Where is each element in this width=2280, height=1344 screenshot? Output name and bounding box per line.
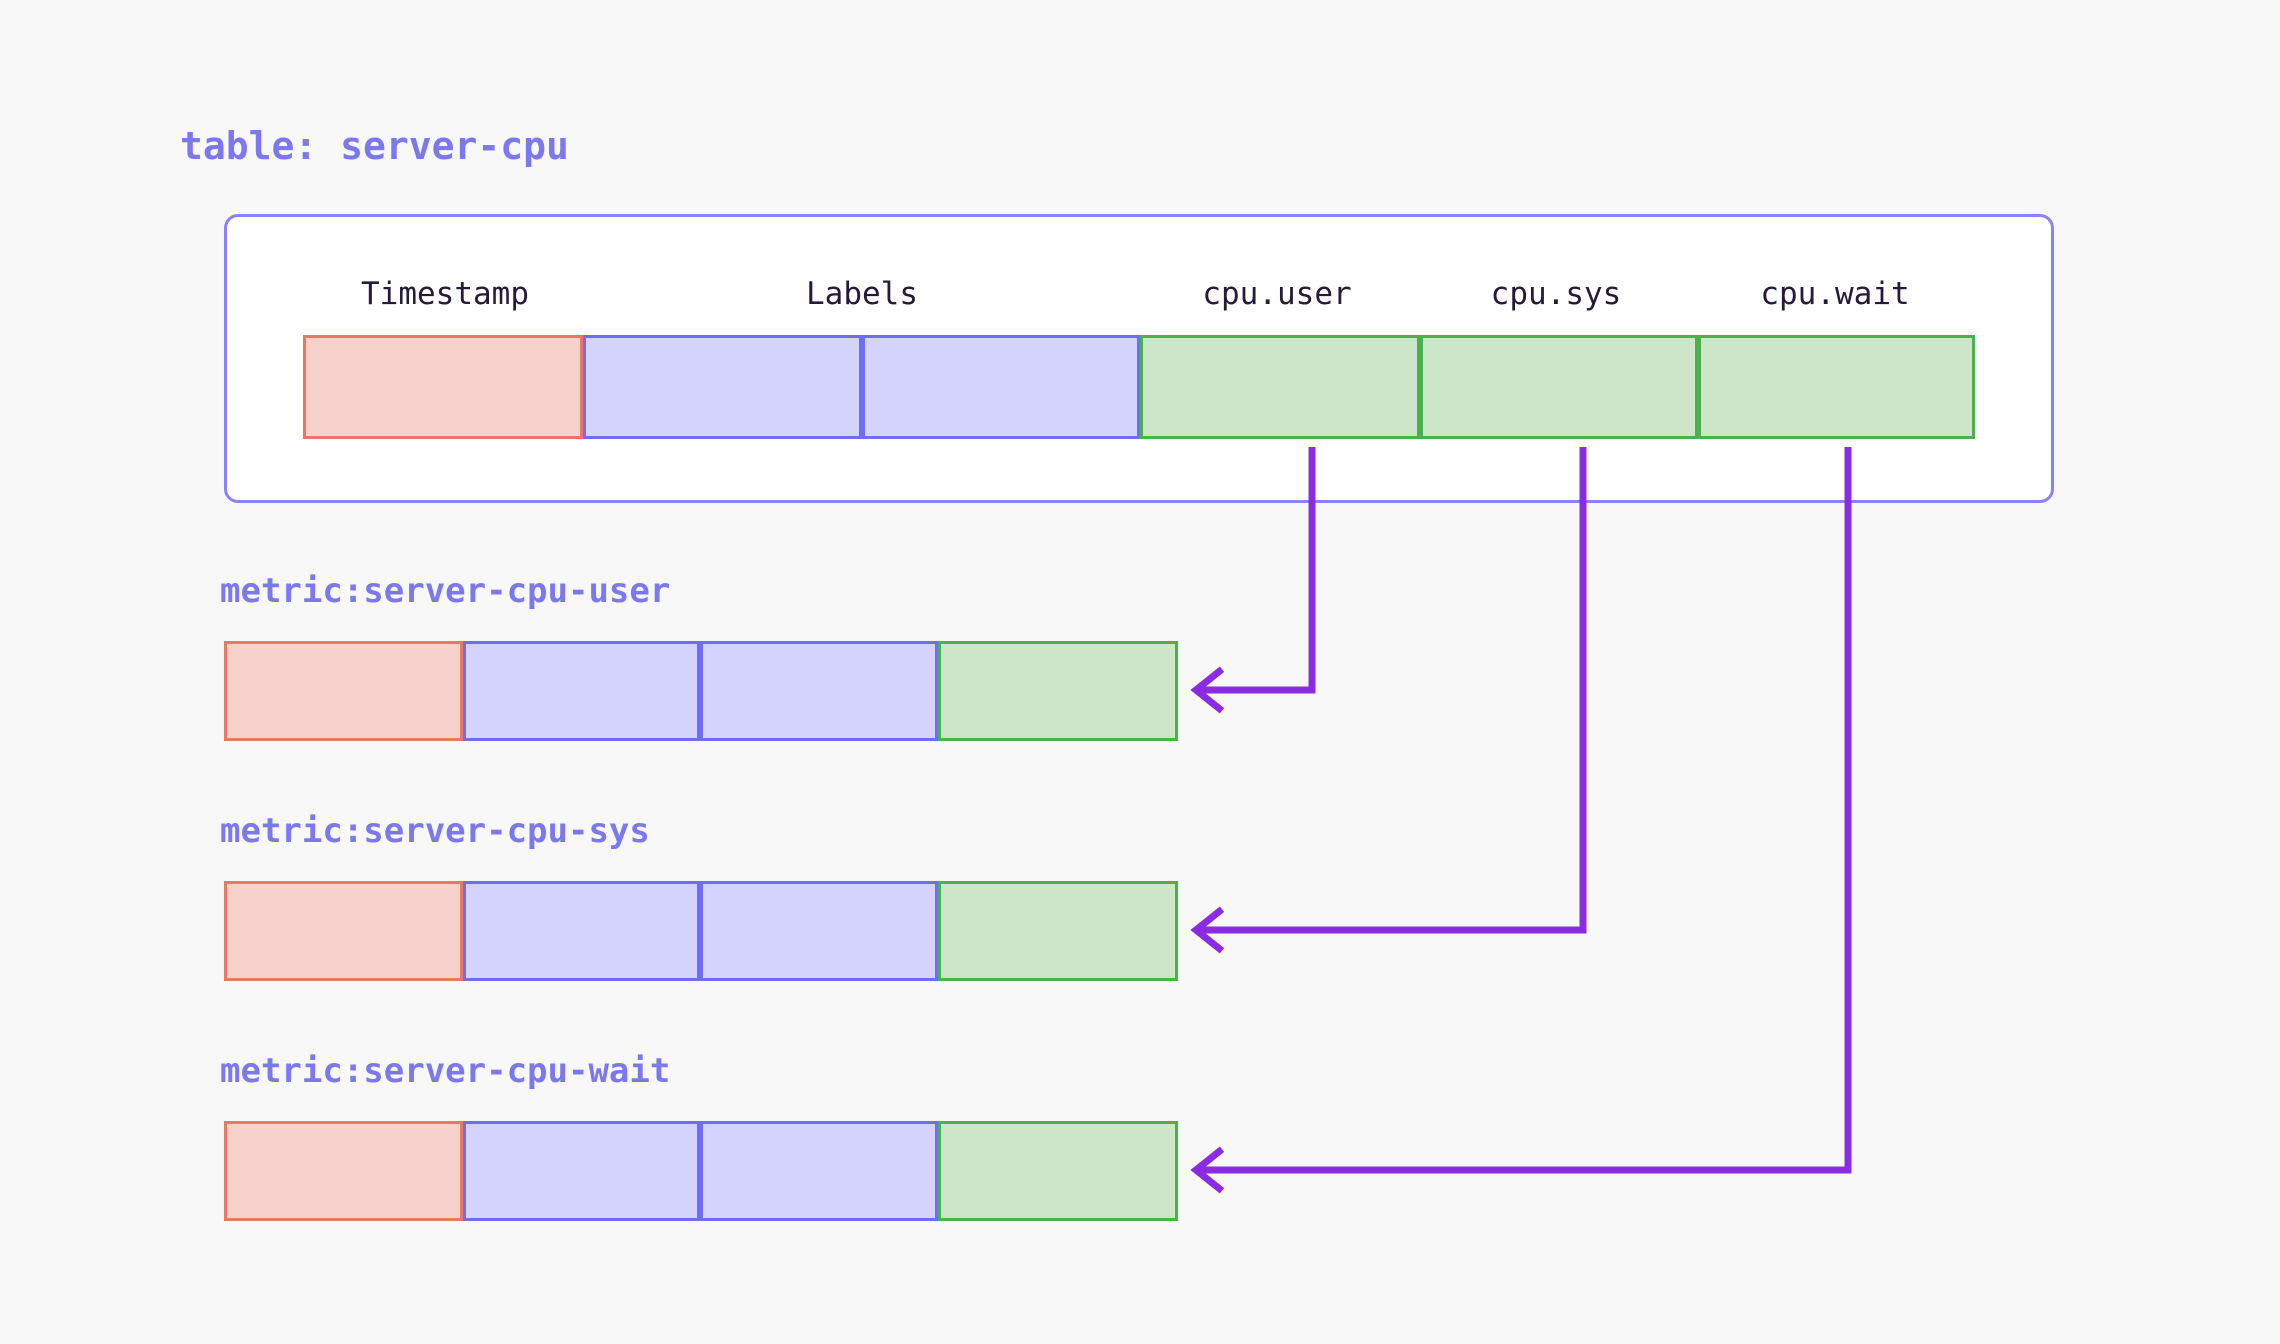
table-header-row: Timestamp Labels cpu.user cpu.sys cpu.wait bbox=[227, 276, 2051, 320]
metric-0-cell-labels bbox=[463, 641, 700, 741]
table-cell-cpu-wait bbox=[1698, 335, 1975, 439]
metric-title-wait: metric:server-cpu-wait bbox=[220, 1051, 671, 1091]
arrowhead bbox=[1190, 1146, 1225, 1194]
table-cell-cpu-user bbox=[1140, 335, 1420, 439]
metric-1-cell-labels bbox=[700, 881, 938, 981]
arrowhead bbox=[1190, 666, 1225, 714]
column-header-labels: Labels bbox=[806, 276, 918, 312]
column-header-cpu-sys: cpu.sys bbox=[1490, 276, 1622, 312]
metric-2-cell-value bbox=[938, 1121, 1178, 1221]
column-header-timestamp: Timestamp bbox=[361, 276, 529, 312]
table-cell-labels bbox=[583, 335, 862, 439]
table-cell-timestamp bbox=[303, 335, 583, 439]
table-title: table: server-cpu bbox=[180, 124, 569, 168]
metric-cell-row-user bbox=[224, 641, 1178, 741]
metric-title-sys: metric:server-cpu-sys bbox=[220, 811, 650, 851]
metric-1-cell-timestamp bbox=[224, 881, 463, 981]
metric-0-cell-value bbox=[938, 641, 1178, 741]
column-header-cpu-user: cpu.user bbox=[1202, 276, 1352, 312]
connector-cpu-sys bbox=[1190, 447, 1587, 954]
metric-2-cell-labels bbox=[463, 1121, 700, 1221]
connector-cpu-wait bbox=[1190, 447, 1852, 1194]
arrowhead bbox=[1190, 906, 1225, 954]
table-cell-cpu-sys bbox=[1420, 335, 1698, 439]
metric-1-cell-value bbox=[938, 881, 1178, 981]
metric-2-cell-timestamp bbox=[224, 1121, 463, 1221]
metric-cell-row-wait bbox=[224, 1121, 1178, 1221]
metric-1-cell-labels bbox=[463, 881, 700, 981]
column-header-cpu-wait: cpu.wait bbox=[1760, 276, 1910, 312]
metric-0-cell-timestamp bbox=[224, 641, 463, 741]
metric-title-user: metric:server-cpu-user bbox=[220, 571, 671, 611]
metric-2-cell-labels bbox=[700, 1121, 938, 1221]
metric-cell-row-sys bbox=[224, 881, 1178, 981]
table-cell-row bbox=[303, 335, 1975, 439]
metric-0-cell-labels bbox=[700, 641, 938, 741]
table-cell-labels bbox=[862, 335, 1140, 439]
